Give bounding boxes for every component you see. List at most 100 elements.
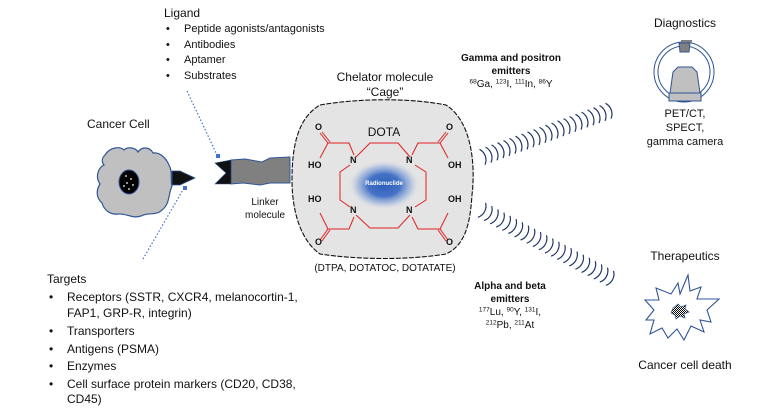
linker-label-line2: molecule <box>244 210 286 221</box>
ligand-linker-icon <box>214 156 291 186</box>
wave-arc <box>503 139 511 157</box>
diagnostics-title: Diagnostics <box>653 16 717 30</box>
wave-arc <box>593 264 603 280</box>
wave-arc <box>514 222 524 238</box>
wave-arc <box>562 248 572 264</box>
gamma-emitters-block: Gamma and positron emitters 68Ga, 123I, … <box>456 52 566 91</box>
ligand-title: Ligand <box>164 6 201 20</box>
ligand-item: Peptide agonists/antagonists <box>164 22 364 38</box>
gamma-isotope-list: 68Ga, 123I, 111In, 86Y <box>469 78 553 90</box>
linker-label-line1: Linker <box>251 197 279 208</box>
atom-o: O <box>446 122 454 132</box>
isotope: 131I <box>524 306 539 318</box>
isotope: 90Y <box>506 306 520 318</box>
linker-label: Linker molecule <box>240 196 290 222</box>
targets-list: Receptors (SSTR, CXCR4, melanocortin-1, … <box>47 290 307 408</box>
target-item: Cell surface protein markers (CD20, CD38… <box>47 377 307 408</box>
wave-arc <box>479 148 487 165</box>
wave-arc <box>587 109 595 126</box>
ligand-item: Antibodies <box>164 38 364 54</box>
wave-arc <box>527 131 535 148</box>
target-arrow <box>142 186 187 260</box>
modality: PET/CT, <box>664 108 706 120</box>
wave-arc <box>550 241 560 257</box>
dota-label: DOTA <box>367 125 401 139</box>
chelator-alternatives: (DTPA, DOTATOC, DOTATATE) <box>314 263 456 274</box>
wave-arc <box>545 124 553 141</box>
wave-arc <box>556 244 566 260</box>
cell-nucleus <box>118 169 140 195</box>
alpha-beta-isotope-list-1: 177Lu, 90Y, 131I, <box>478 306 542 318</box>
wave-arc <box>491 144 499 161</box>
therapeutics-caption: Cancer cell death <box>638 358 732 372</box>
atom-n: N <box>350 205 357 215</box>
chelator-title: Chelator molecule “Cage” <box>300 70 470 100</box>
wave-arc <box>581 111 589 128</box>
gamma-emission-waves <box>479 102 613 165</box>
scanner-icon <box>653 40 715 103</box>
wave-arc <box>605 270 615 286</box>
wave-arc <box>526 228 536 244</box>
wave-arc <box>520 225 530 241</box>
atom-n: N <box>406 205 413 215</box>
chelator-title-line1: Chelator molecule <box>336 70 434 84</box>
wave-arc <box>538 235 548 251</box>
target-item: Antigens (PSMA) <box>47 342 307 358</box>
linker-molecule-shape <box>230 156 291 186</box>
wave-arc <box>569 251 578 267</box>
wave-arc <box>581 257 591 273</box>
alpha-beta-emission-waves <box>477 202 615 286</box>
atom-n: N <box>350 155 357 165</box>
receptor-icon <box>171 170 196 186</box>
wave-arc <box>485 146 493 163</box>
isotope: 86Y <box>538 78 553 90</box>
isotope: 212Pb <box>485 319 509 331</box>
isotope: 111In <box>514 78 534 90</box>
wave-arc <box>515 135 523 152</box>
atom-ho: HO <box>308 160 322 170</box>
wave-arc <box>508 218 518 235</box>
isotope: 211At <box>514 319 535 331</box>
dead-cell-icon <box>643 272 721 342</box>
wave-arc <box>495 212 505 228</box>
modality: gamma camera <box>646 136 724 148</box>
wave-arc <box>599 267 609 283</box>
ligand-arrow <box>186 90 220 158</box>
wave-arc <box>489 209 499 225</box>
wave-arc <box>563 118 571 135</box>
alpha-beta-title: Alpha and beta <box>474 281 546 292</box>
wave-arc <box>587 261 597 277</box>
atom-o: O <box>446 237 454 247</box>
atom-o: O <box>315 122 323 132</box>
ligand-binding-site <box>214 159 232 185</box>
cancer-cell-icon <box>96 147 196 218</box>
wave-arc <box>575 113 583 130</box>
chelator-title-line2: “Cage” <box>366 85 404 99</box>
wave-arc <box>521 133 529 150</box>
target-item: Receptors (SSTR, CXCR4, melanocortin-1, … <box>47 290 307 321</box>
wave-arc <box>593 107 601 124</box>
wave-arc <box>557 120 565 137</box>
atom-oh: OH <box>448 160 462 170</box>
wave-arc <box>569 115 577 133</box>
wave-arc <box>605 102 613 119</box>
therapeutics-title: Therapeutics <box>650 249 720 263</box>
dota-structure <box>319 131 449 242</box>
isotope: 68Ga <box>469 78 491 90</box>
modality: SPECT, <box>665 122 705 134</box>
cancer-cell-label: Cancer Cell <box>87 117 150 131</box>
wave-arc <box>533 129 541 146</box>
atom-oh: OH <box>448 194 462 204</box>
wave-arc <box>502 215 511 231</box>
radionuclide-glow <box>348 160 420 210</box>
radionuclide-label: Radionuclide <box>365 181 403 187</box>
wave-arc <box>497 142 505 159</box>
wave-arc <box>575 254 585 270</box>
ligand-item: Substrates <box>164 69 364 85</box>
target-item: Enzymes <box>47 359 307 375</box>
gamma-emitters-title: Gamma and positron <box>460 53 561 64</box>
alpha-beta-isotope-list-2: 212Pb, 211At <box>485 319 535 331</box>
alpha-beta-subtitle: emitters <box>490 294 530 305</box>
gamma-emitters-subtitle: emitters <box>491 66 531 77</box>
